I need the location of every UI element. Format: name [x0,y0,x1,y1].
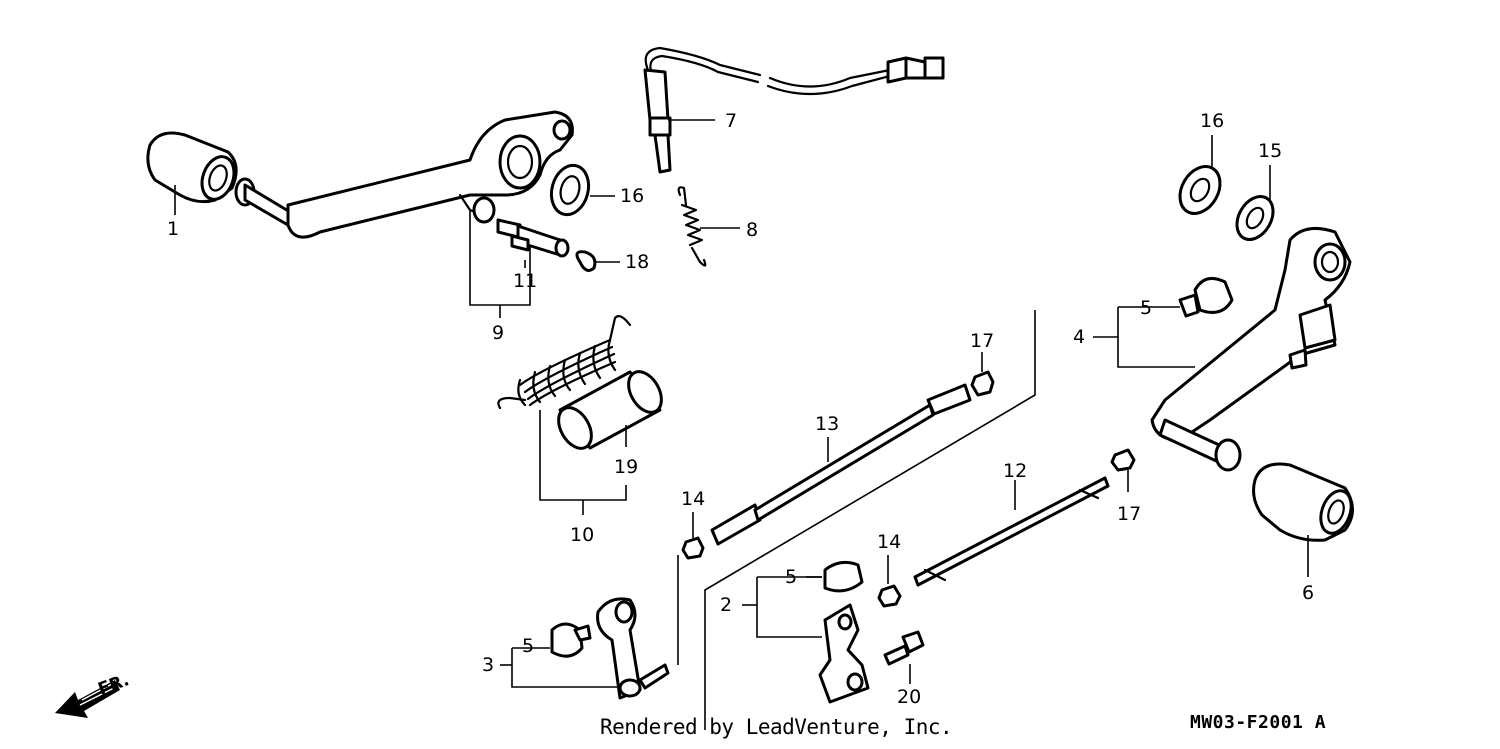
callout-17-right: 17 [1117,503,1141,525]
callout-18: 18 [625,251,649,273]
callout-4: 4 [1073,326,1085,348]
callout-17-upper: 17 [970,330,994,352]
direction-label: FR. [96,670,132,700]
callout-5-right: 5 [1140,297,1152,319]
part-5-ball-joint-left [550,622,592,658]
callout-5-left: 5 [522,635,534,657]
part-16-washer-right [1178,165,1222,215]
part-14-nut-center [877,584,902,608]
part-17-nut-right [1110,448,1136,472]
part-9-shift-lever [234,110,574,239]
callout-14-center: 14 [877,531,901,553]
part-5-ball-joint-center [823,560,864,593]
part-12-rod [913,476,1110,587]
callout-14-left: 14 [681,488,705,510]
part-15-washer [1235,195,1275,241]
callout-1: 1 [167,218,179,240]
callout-11: 11 [513,270,537,292]
callout-16-right: 16 [1200,110,1224,132]
callout-8: 8 [746,219,758,241]
part-2-lever [818,603,870,704]
render-credit: Rendered by LeadVenture, Inc. [600,715,953,739]
part-8-spring [677,186,740,267]
diagram-code: MW03-F2001 A [1190,712,1327,733]
part-4-right-lever [1150,226,1352,472]
part-14-nut-left [681,536,705,560]
callout-15: 15 [1258,140,1282,162]
part-5-ball-joint-right [1178,276,1234,318]
leader-lines [174,135,1309,688]
callout-16-left: 16 [620,185,644,207]
part-1-peg-rubber [146,131,238,204]
callout-10: 10 [570,524,594,546]
callout-19: 19 [614,456,638,478]
part-11-pivot-bolt [496,218,570,258]
callout-5-center: 5 [785,566,797,588]
part-20-bolt [883,630,925,666]
part-10-spring-assembly [497,315,632,410]
section-divider [704,310,1036,730]
callout-12: 12 [1003,460,1027,482]
callout-3: 3 [482,654,494,676]
callout-7: 7 [725,110,737,132]
callout-20: 20 [897,686,921,708]
callout-2: 2 [720,594,732,616]
callouts: 1 9 11 18 16 7 8 19 10 13 17 12 17 14 14… [167,110,1314,708]
part-18-clip [575,250,597,272]
part-16-washer-left [549,163,591,217]
part-6-peg-rubber [1252,462,1354,542]
callout-9: 9 [492,322,504,344]
callout-13: 13 [815,413,839,435]
callout-6: 6 [1302,582,1314,604]
part-17-nut-upper [970,370,995,397]
part-3-lever-arm [596,597,670,700]
part-7-switch [643,46,945,174]
front-direction-arrow-icon: FR. [55,670,132,718]
part-19-sleeve [557,370,663,450]
part-13-rod [710,383,972,546]
